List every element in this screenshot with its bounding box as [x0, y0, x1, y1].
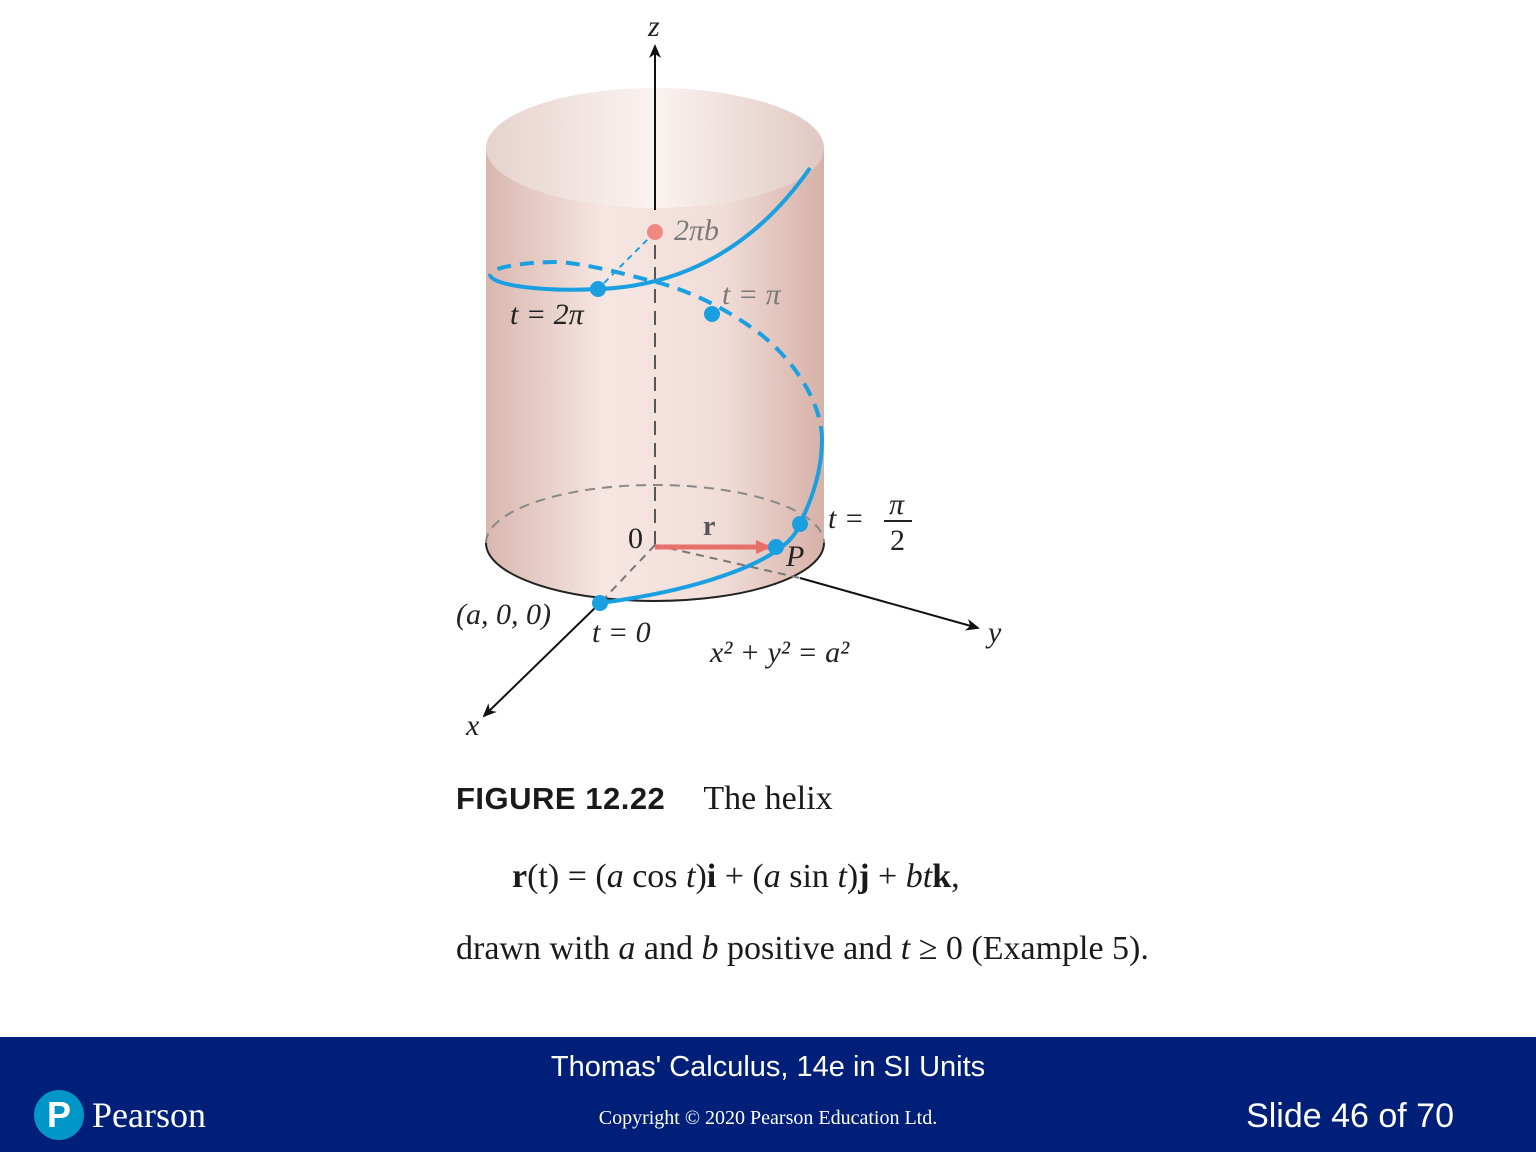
- pearson-logo-icon: P: [34, 1090, 84, 1140]
- point-t-pi: [704, 306, 720, 322]
- label-t-pi: t = π: [722, 278, 782, 311]
- point-t-0: [592, 595, 608, 611]
- label-t-half-pi-denominator: 2: [890, 524, 905, 557]
- helix-equation: r(t) = (a cos t)i + (a sin t)j + btk,: [512, 858, 960, 895]
- label-t-half-pi: t =: [828, 502, 864, 535]
- slide-number: Slide 46 of 70: [1246, 1097, 1454, 1135]
- caption-body: drawn with a and b positive and t ≥ 0 (E…: [456, 930, 1149, 967]
- point-t-half-pi: [792, 516, 808, 532]
- label-t-2pi: t = 2π: [510, 298, 585, 331]
- point-2pib: [647, 224, 663, 240]
- y-axis: [799, 577, 980, 631]
- footer-book-title: Thomas' Calculus, 14e in SI Units: [550, 1051, 986, 1083]
- figure-title: The helix: [703, 780, 833, 817]
- pearson-logo-word: Pearson: [92, 1095, 206, 1135]
- y-axis-hidden: [654, 544, 801, 579]
- vector-r-label: r: [703, 511, 715, 542]
- helix-back: [488, 259, 824, 441]
- label-2pib: 2πb: [674, 214, 719, 247]
- figure-heading: FIGURE 12.22 The helix: [456, 780, 833, 818]
- label-start-point: (a, 0, 0): [456, 598, 551, 631]
- helix-front-1: [599, 439, 824, 605]
- footer-copyright: Copyright © 2020 Pearson Education Ltd.: [598, 1107, 938, 1129]
- helix-diagram: z x y 2πb t = 2π t = π t = π 2 0 r P (a,…: [456, 10, 1002, 742]
- cylinder-base-front: [485, 542, 825, 602]
- x-axis-label: x: [465, 709, 480, 742]
- label-t-0: t = 0: [592, 616, 651, 649]
- y-axis-label: y: [985, 616, 1002, 649]
- figure-number: FIGURE 12.22: [456, 781, 666, 816]
- slide-footer: Thomas' Calculus, 14e in SI Units P Pear…: [0, 1037, 1536, 1152]
- label-t-half-pi-numerator: π: [889, 488, 905, 521]
- height-guide: [597, 231, 656, 290]
- x-axis: [482, 602, 601, 718]
- z-axis-label: z: [647, 10, 660, 43]
- point-P-label: P: [785, 540, 804, 573]
- pearson-logo: P Pearson: [34, 1087, 206, 1143]
- label-cylinder-equation: x² + y² = a²: [709, 636, 850, 669]
- point-t-2pi: [590, 281, 606, 297]
- point-P: [768, 539, 784, 555]
- origin-label: 0: [628, 522, 643, 555]
- helix-front-2: [488, 166, 812, 292]
